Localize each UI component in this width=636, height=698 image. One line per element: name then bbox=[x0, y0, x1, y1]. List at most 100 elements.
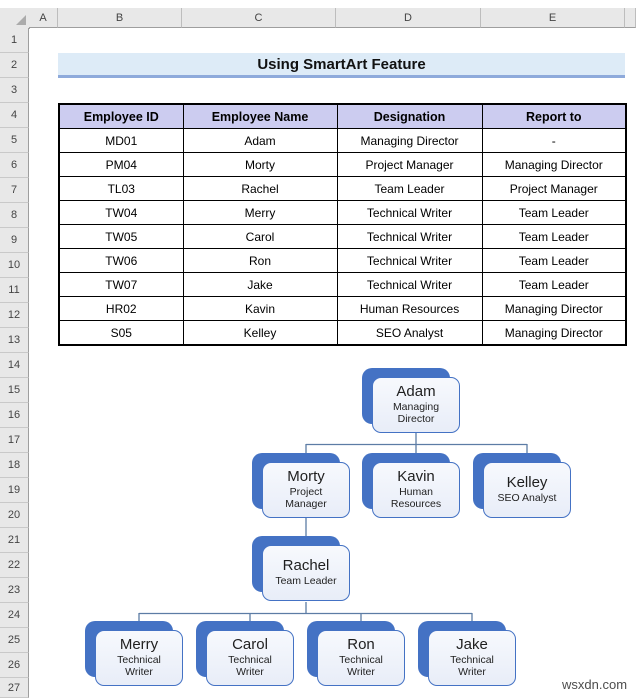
table-cell[interactable]: Technical Writer bbox=[336, 200, 483, 225]
table-cell[interactable]: Ron bbox=[182, 248, 338, 273]
table-cell[interactable]: Project Manager bbox=[336, 152, 483, 177]
table-cell[interactable]: HR02 bbox=[58, 296, 184, 321]
page-title: Using SmartArt Feature bbox=[257, 55, 426, 73]
column-header-E[interactable]: E bbox=[481, 8, 625, 28]
table-header-cell[interactable]: Designation bbox=[336, 103, 483, 129]
table-header-cell[interactable]: Employee ID bbox=[58, 103, 184, 129]
table-cell[interactable]: Kavin bbox=[182, 296, 338, 321]
title-cell[interactable]: Using SmartArt Feature bbox=[58, 53, 625, 78]
row-header-16[interactable]: 16 bbox=[0, 403, 29, 428]
select-all-triangle-icon bbox=[16, 15, 26, 25]
table-cell[interactable]: TW04 bbox=[58, 200, 184, 225]
table-cell[interactable]: Managing Director bbox=[336, 128, 483, 153]
node-role: Technical Writer bbox=[228, 653, 272, 679]
table-cell[interactable]: PM04 bbox=[58, 152, 184, 177]
row-header-1[interactable]: 1 bbox=[0, 28, 29, 53]
table-cell[interactable]: Technical Writer bbox=[336, 248, 483, 273]
table-cell[interactable]: Technical Writer bbox=[336, 224, 483, 249]
table-cell[interactable]: S05 bbox=[58, 320, 184, 346]
row-header-3[interactable]: 3 bbox=[0, 78, 29, 103]
table-cell[interactable]: Team Leader bbox=[481, 224, 627, 249]
row-header-25[interactable]: 25 bbox=[0, 628, 29, 653]
table-cell[interactable]: Morty bbox=[182, 152, 338, 177]
node-role: Technical Writer bbox=[117, 653, 161, 679]
row-header-17[interactable]: 17 bbox=[0, 428, 29, 453]
table-cell[interactable]: Technical Writer bbox=[336, 272, 483, 297]
row-header-4[interactable]: 4 bbox=[0, 103, 29, 128]
table-cell[interactable]: Human Resources bbox=[336, 296, 483, 321]
table-cell[interactable]: Adam bbox=[182, 128, 338, 153]
column-header-A[interactable]: A bbox=[29, 8, 58, 28]
table-cell[interactable]: Carol bbox=[182, 224, 338, 249]
row-header-14[interactable]: 14 bbox=[0, 353, 29, 378]
row-header-21[interactable]: 21 bbox=[0, 528, 29, 553]
select-all-corner[interactable] bbox=[0, 8, 30, 29]
row-header-20[interactable]: 20 bbox=[0, 503, 29, 528]
table-cell[interactable]: Team Leader bbox=[481, 248, 627, 273]
node-name: Jake bbox=[456, 636, 488, 653]
table-cell[interactable]: Managing Director bbox=[481, 296, 627, 321]
table-cell[interactable]: - bbox=[481, 128, 627, 153]
table-cell[interactable]: TW06 bbox=[58, 248, 184, 273]
table-cell[interactable]: Jake bbox=[182, 272, 338, 297]
table-header-cell[interactable]: Employee Name bbox=[182, 103, 338, 129]
row-header-26[interactable]: 26 bbox=[0, 653, 29, 678]
table-cell[interactable]: Rachel bbox=[182, 176, 338, 201]
column-header-partial[interactable] bbox=[625, 8, 636, 28]
row-header-19[interactable]: 19 bbox=[0, 478, 29, 503]
table-cell[interactable]: MD01 bbox=[58, 128, 184, 153]
row-header-13[interactable]: 13 bbox=[0, 328, 29, 353]
table-cell[interactable]: Project Manager bbox=[481, 176, 627, 201]
column-header-D[interactable]: D bbox=[336, 8, 481, 28]
table-cell[interactable]: Managing Director bbox=[481, 320, 627, 346]
table-cell[interactable]: Kelley bbox=[182, 320, 338, 346]
table-cell[interactable]: TL03 bbox=[58, 176, 184, 201]
table-cell[interactable]: Team Leader bbox=[481, 272, 627, 297]
table-header-cell[interactable]: Report to bbox=[481, 103, 627, 129]
table-cell[interactable]: TW05 bbox=[58, 224, 184, 249]
node-name: Carol bbox=[232, 636, 268, 653]
row-header-12[interactable]: 12 bbox=[0, 303, 29, 328]
row-header-18[interactable]: 18 bbox=[0, 453, 29, 478]
table-cell[interactable]: Merry bbox=[182, 200, 338, 225]
table-cell[interactable]: Team Leader bbox=[336, 176, 483, 201]
row-header-10[interactable]: 10 bbox=[0, 253, 29, 278]
row-header-5[interactable]: 5 bbox=[0, 128, 29, 153]
node-role: Team Leader bbox=[275, 575, 337, 588]
table-cell[interactable]: Managing Director bbox=[481, 152, 627, 177]
table-cell[interactable]: Team Leader bbox=[481, 200, 627, 225]
row-header-7[interactable]: 7 bbox=[0, 178, 29, 203]
column-header-C[interactable]: C bbox=[182, 8, 336, 28]
table-cell[interactable]: SEO Analyst bbox=[336, 320, 483, 346]
row-header-24[interactable]: 24 bbox=[0, 603, 29, 628]
row-header-23[interactable]: 23 bbox=[0, 578, 29, 603]
row-header-9[interactable]: 9 bbox=[0, 228, 29, 253]
row-header-15[interactable]: 15 bbox=[0, 378, 29, 403]
row-header-6[interactable]: 6 bbox=[0, 153, 29, 178]
row-header-8[interactable]: 8 bbox=[0, 203, 29, 228]
column-header-B[interactable]: B bbox=[58, 8, 182, 28]
table-cell[interactable]: TW07 bbox=[58, 272, 184, 297]
row-header-22[interactable]: 22 bbox=[0, 553, 29, 578]
node-name: Adam bbox=[396, 383, 436, 400]
row-header-27[interactable]: 27 bbox=[0, 678, 29, 698]
row-header-11[interactable]: 11 bbox=[0, 278, 29, 303]
row-header-2[interactable]: 2 bbox=[0, 53, 29, 78]
